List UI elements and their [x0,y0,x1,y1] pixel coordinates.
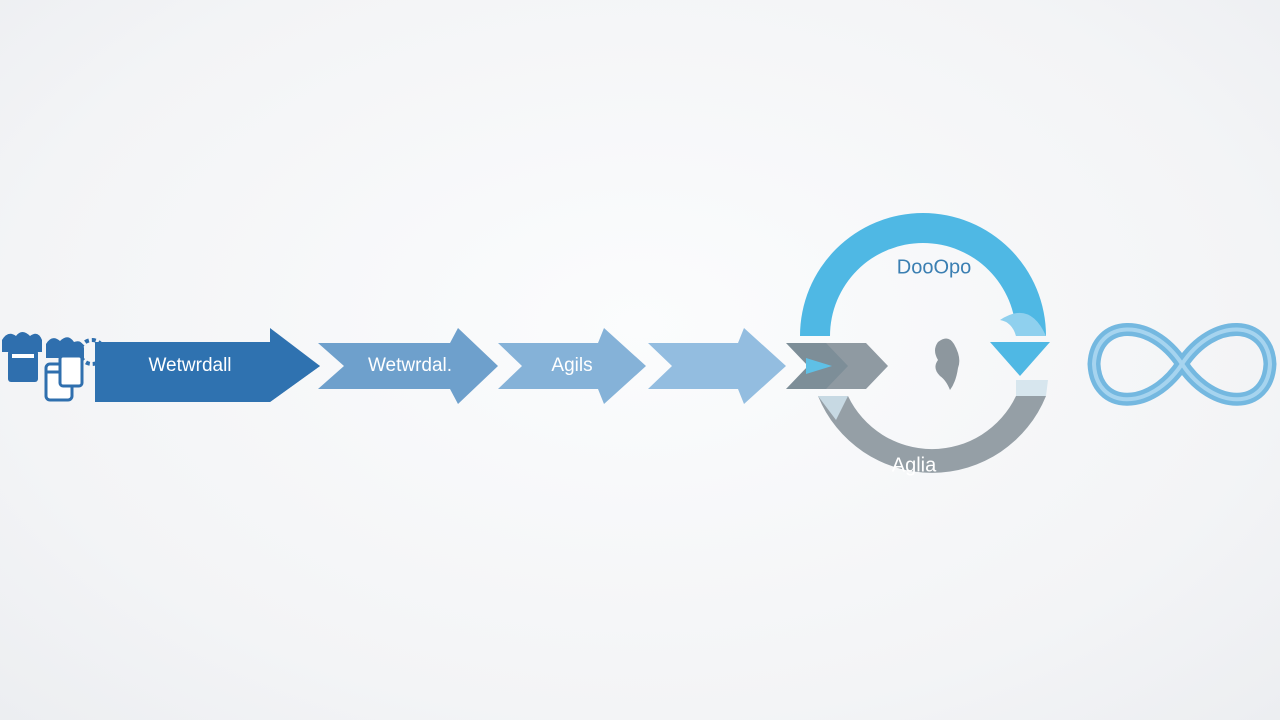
arrow-label: Wetwrdall [148,355,231,376]
cycle-bottom-label: Aglia [892,454,937,476]
process-arrow-3: Agils [498,328,646,404]
connector-chevrons [786,343,888,389]
cycle-top-arc: DooOpo [800,213,1050,376]
figure-icon [935,338,960,390]
process-arrow-4 [648,328,786,404]
arrow-label: Agils [551,355,592,376]
arrow-label: Wetwrdal. [368,355,452,376]
server-gear-icon [2,332,106,402]
cycle-top-label: DooOpo [897,256,972,278]
process-arrow-2: Wetwrdal. [318,328,498,404]
arrow-shape [95,342,320,402]
process-arrow-1: Wetwrdall [95,328,320,402]
cycle-bottom-arc: Aglia [818,380,1048,476]
